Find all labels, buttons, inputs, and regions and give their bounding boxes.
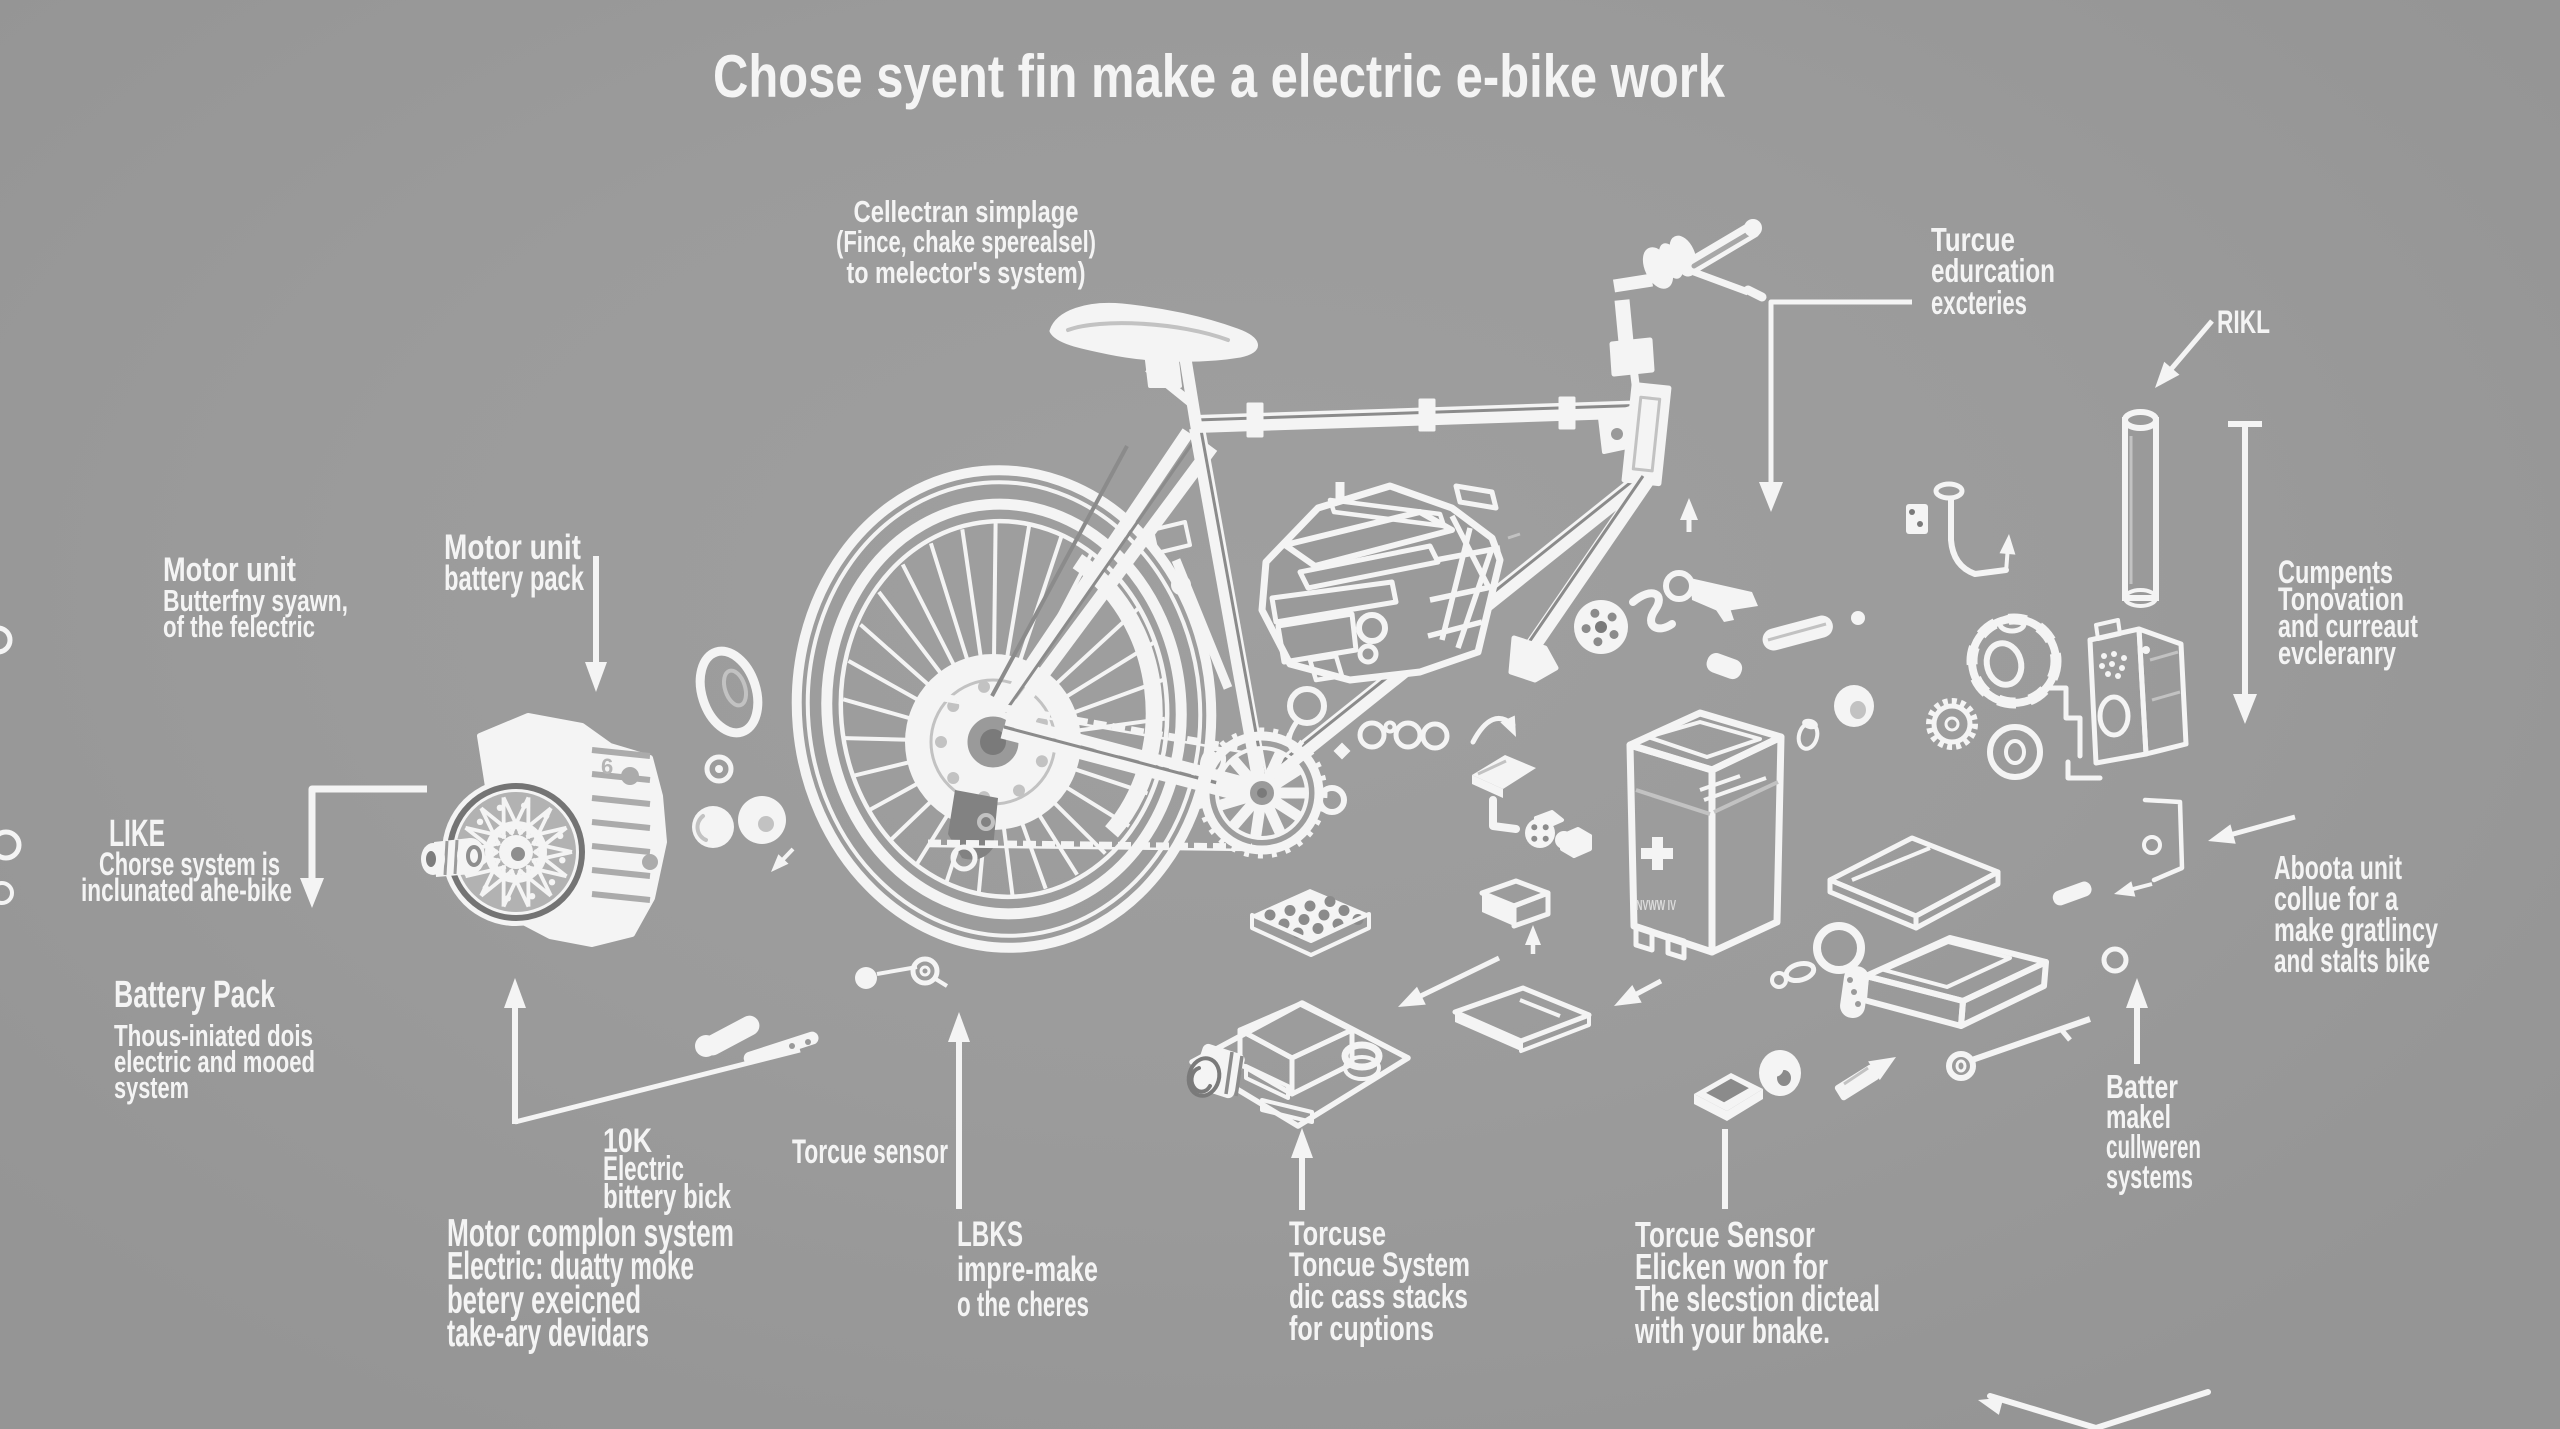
svg-text:and curreaut: and curreaut — [2278, 608, 2418, 644]
svg-text:Tonovation: Tonovation — [2278, 581, 2404, 617]
svg-text:and stalts bike: and stalts bike — [2274, 942, 2430, 979]
svg-text:impre-make: impre-make — [957, 1250, 1098, 1289]
svg-text:Turcue: Turcue — [1931, 221, 2015, 258]
svg-text:Motor unit: Motor unit — [163, 551, 296, 589]
svg-text:Chose syent fin make a electri: Chose syent fin make a electric e-bike w… — [713, 43, 1726, 110]
svg-text:Motor unit: Motor unit — [444, 528, 581, 567]
svg-text:bittery bick: bittery bick — [603, 1178, 731, 1216]
svg-text:makel: makel — [2106, 1098, 2171, 1135]
svg-text:LIKE: LIKE — [109, 813, 165, 855]
svg-text:make gratlincy: make gratlincy — [2274, 911, 2438, 948]
svg-text:(Fince, chake sperealsel): (Fince, chake sperealsel) — [836, 224, 1096, 259]
svg-text:Battery Pack: Battery Pack — [114, 974, 276, 1016]
svg-text:take-ary devidars: take-ary devidars — [447, 1312, 649, 1355]
svg-text:Electric: Electric — [603, 1150, 684, 1188]
svg-text:Elicken won for: Elicken won for — [1635, 1246, 1828, 1287]
svg-text:Aboota unit: Aboota unit — [2274, 849, 2402, 886]
svg-text:systems: systems — [2106, 1158, 2193, 1195]
svg-text:edurcation: edurcation — [1931, 252, 2055, 289]
svg-text:Toncue System: Toncue System — [1289, 1246, 1470, 1284]
svg-text:electric and mooed: electric and mooed — [114, 1044, 315, 1079]
svg-text:excteries: excteries — [1931, 284, 2027, 321]
svg-text:betery exeicned: betery exeicned — [447, 1279, 641, 1322]
svg-text:Cumpents: Cumpents — [2278, 554, 2393, 590]
svg-text:Motor complon system: Motor complon system — [447, 1212, 734, 1255]
svg-text:Thous-iniated dois: Thous-iniated dois — [114, 1018, 313, 1053]
svg-text:Chorse system is: Chorse system is — [99, 846, 280, 882]
svg-text:Cellectran simplage: Cellectran simplage — [854, 194, 1079, 229]
svg-text:o the cheres: o the cheres — [957, 1285, 1089, 1324]
svg-text:inclunated ahe-bike: inclunated ahe-bike — [81, 872, 292, 908]
svg-text:The slecstion dicteal: The slecstion dicteal — [1635, 1278, 1880, 1319]
svg-text:collue for a: collue for a — [2274, 880, 2398, 917]
svg-text:Electric: duatty moke: Electric: duatty moke — [447, 1245, 694, 1288]
svg-text:Torcuse: Torcuse — [1289, 1215, 1386, 1253]
svg-text:RIKL: RIKL — [2217, 304, 2270, 340]
svg-text:Torcue Sensor: Torcue Sensor — [1635, 1214, 1815, 1255]
svg-text:NVWW IV: NVWW IV — [1636, 897, 1676, 914]
svg-text:Torcue sensor: Torcue sensor — [792, 1133, 948, 1171]
svg-text:LBKS: LBKS — [957, 1215, 1023, 1254]
svg-text:dic cass stacks: dic cass stacks — [1289, 1278, 1468, 1316]
svg-text:10K: 10K — [603, 1122, 652, 1160]
svg-text:for cuptions: for cuptions — [1289, 1310, 1434, 1348]
svg-text:6: 6 — [601, 754, 613, 779]
svg-text:evcleranry: evcleranry — [2278, 635, 2396, 671]
svg-text:system: system — [114, 1070, 189, 1105]
svg-text:of the felectric: of the felectric — [163, 609, 315, 644]
svg-text:battery pack: battery pack — [444, 559, 584, 598]
svg-text:Batter: Batter — [2106, 1068, 2178, 1105]
svg-text:Butterfny syawn,: Butterfny syawn, — [163, 583, 348, 618]
svg-text:with your bnake.: with your bnake. — [1634, 1310, 1830, 1351]
svg-text:to melector's system): to melector's system) — [847, 255, 1086, 290]
svg-text:cullweren: cullweren — [2106, 1128, 2201, 1165]
